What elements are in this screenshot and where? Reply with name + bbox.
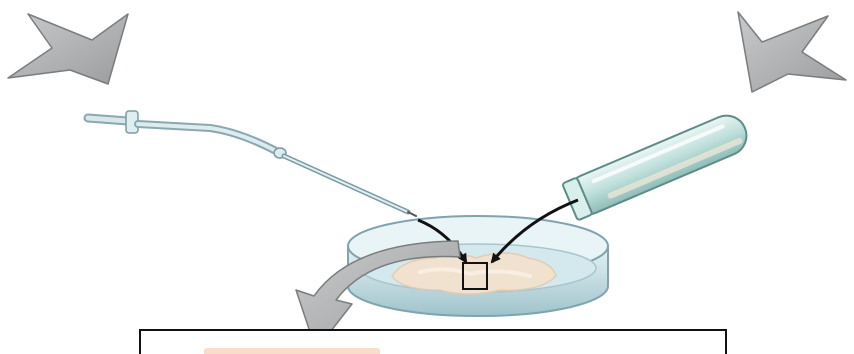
- detail-panel-tissue-strip: [204, 348, 380, 354]
- petri-dish-icon: [348, 216, 608, 316]
- block-arrow-in-right-icon: [738, 12, 846, 92]
- detail-panel: [140, 330, 726, 354]
- test-tube-icon: [562, 109, 753, 220]
- pipette-icon: [88, 111, 416, 216]
- block-arrow-in-left-icon: [8, 14, 128, 84]
